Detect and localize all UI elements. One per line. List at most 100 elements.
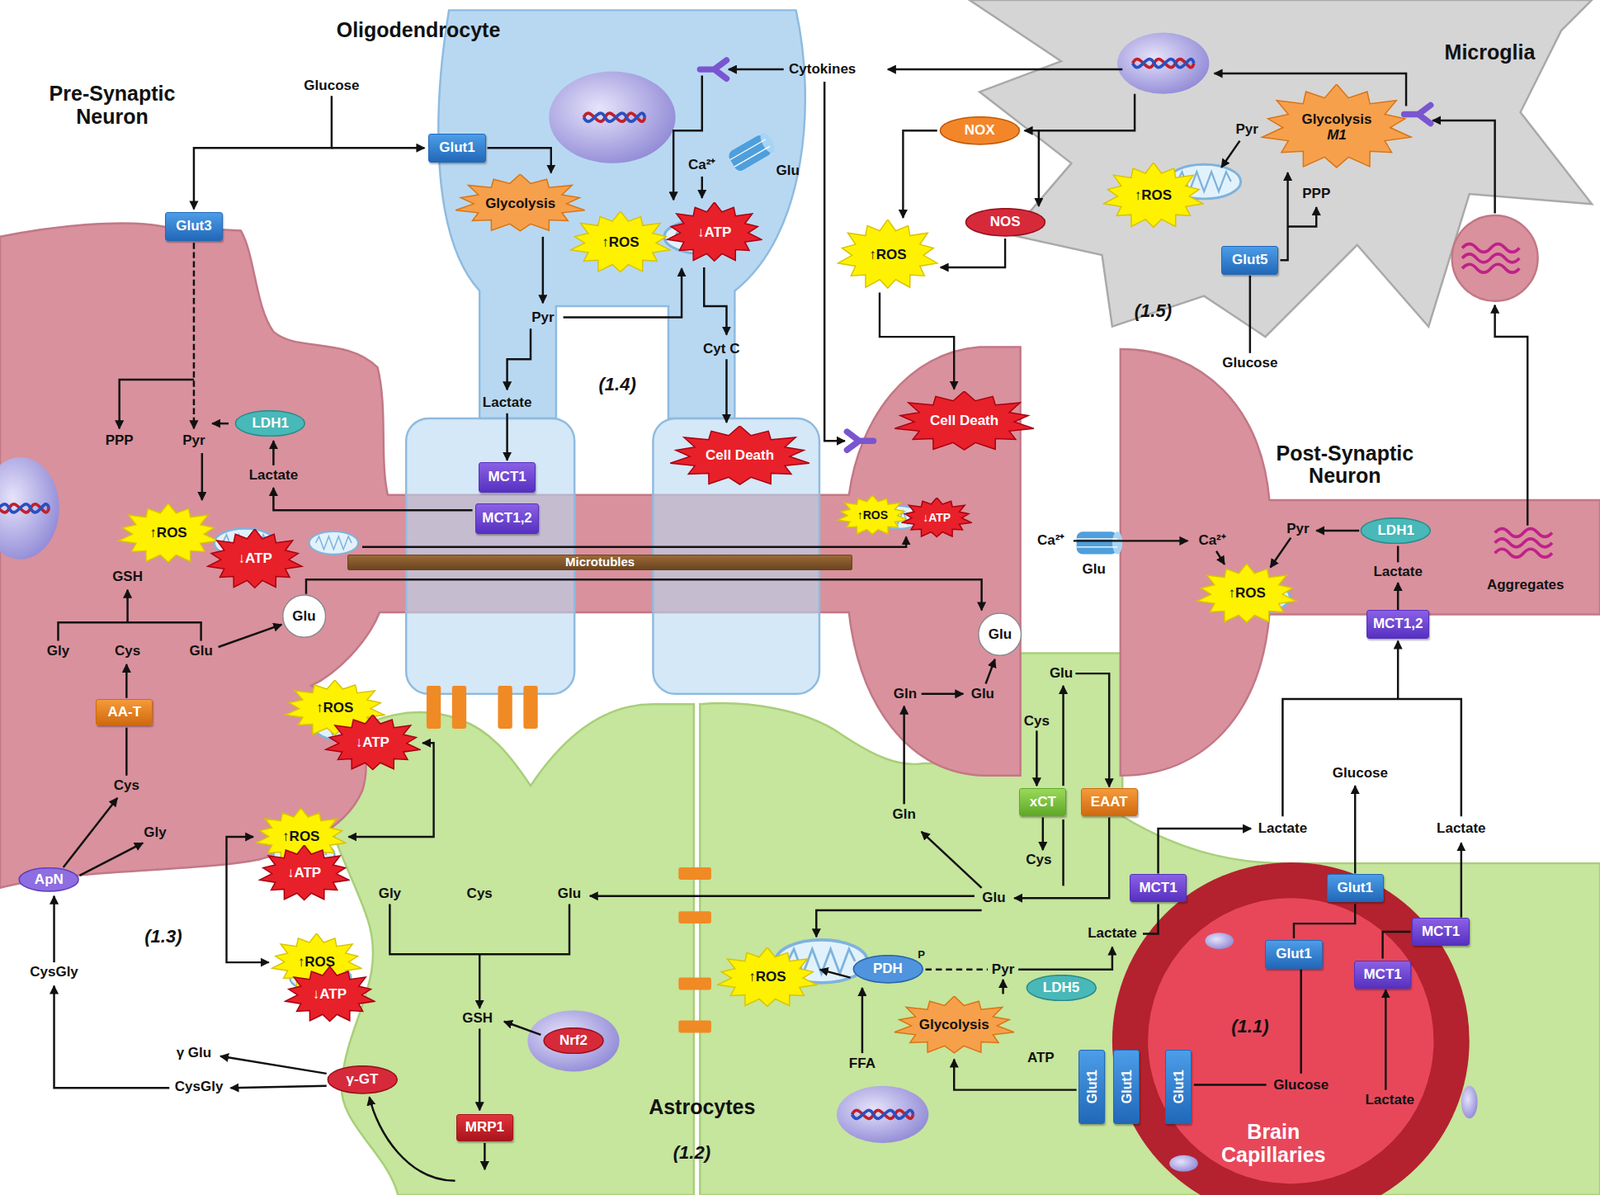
transporter-box: AA-T xyxy=(95,698,153,726)
transporter-box: MCT1 xyxy=(1129,873,1187,903)
burst-fill xyxy=(837,495,907,534)
connector xyxy=(1382,931,1412,959)
microglia-cell xyxy=(969,0,1592,337)
text-label: Ca²⁺ xyxy=(688,157,716,174)
pathway-arrow xyxy=(1495,305,1529,526)
pathway-arrow xyxy=(193,95,332,209)
text-label: Glucose xyxy=(1273,1076,1329,1093)
burst-shape: Cell Death xyxy=(892,391,1036,453)
tight-junction xyxy=(452,685,467,729)
node-label: MCT1,2 xyxy=(481,510,532,527)
transporter-box: MCT1 xyxy=(1411,917,1469,947)
ellipse-fill xyxy=(18,868,79,892)
pathway-arrow xyxy=(1061,685,1064,786)
node-label: Glut1 xyxy=(1170,1070,1186,1105)
brain-capillary xyxy=(1147,897,1434,1184)
node-label: ↓ATP xyxy=(922,511,951,524)
text-label: (1.2) xyxy=(673,1142,711,1163)
burst-fill xyxy=(284,966,374,1021)
gap-junction xyxy=(678,1020,712,1034)
transporter-box: xCT xyxy=(1019,788,1067,817)
pathway-line xyxy=(125,727,128,776)
pathway-arrow xyxy=(54,69,1529,1181)
transporter-box: MCT1 xyxy=(478,462,536,493)
pathway-line xyxy=(1142,904,1159,935)
pathway-arrow xyxy=(1024,94,1136,132)
burst-shape: Glycolysis xyxy=(892,995,1016,1056)
text-label: FFA xyxy=(849,1055,876,1072)
node-label: Nrf2 xyxy=(559,1033,588,1049)
transporter-box: MRP1 xyxy=(456,1113,514,1141)
text-label: Pyr xyxy=(531,309,554,326)
node-label: EAAT xyxy=(1090,794,1129,811)
text-label: GSH xyxy=(462,1010,493,1027)
transporter-box: Glut1 xyxy=(1165,1049,1192,1124)
text-label: Post-Synaptic Neuron xyxy=(1258,441,1432,487)
pathway-arrow xyxy=(1460,842,1463,917)
burst-fill xyxy=(325,714,420,770)
nucleus xyxy=(583,113,645,122)
text-label: Lactate xyxy=(1087,925,1138,942)
burst-shape: ↓ATP xyxy=(258,844,350,902)
text-label: ATP xyxy=(1027,1050,1055,1067)
node-label: MCT1 xyxy=(1363,967,1402,983)
text-label: Pyr xyxy=(991,961,1015,977)
enzyme-ellipse: γ-GT xyxy=(326,1065,399,1095)
node-label: LDH5 xyxy=(1043,980,1080,996)
enzyme-ellipse: NOS xyxy=(964,207,1047,237)
pathway-line xyxy=(1299,969,1302,1074)
pathway-arrow xyxy=(1042,816,1044,850)
node-label: ↓ATP xyxy=(697,225,732,241)
pathway-line xyxy=(1397,546,1399,563)
node-label: Glycolysis xyxy=(1301,112,1372,128)
burst-shape: GlycolysisM1 xyxy=(1260,84,1413,171)
text-label: (1.3) xyxy=(144,926,182,947)
tight-junction xyxy=(497,685,512,729)
pathway-arrow xyxy=(201,453,203,501)
text-label: CysGly xyxy=(29,964,79,981)
pathway-arrow xyxy=(1158,828,1252,874)
node-label: ↑ROS xyxy=(316,700,354,717)
pathway-arrow xyxy=(273,487,472,510)
text-label: PPP xyxy=(1302,186,1331,203)
receptor xyxy=(699,60,727,79)
enzyme-ellipse: LDH1 xyxy=(1359,517,1432,544)
burst-fill xyxy=(207,528,303,588)
node-label: NOX xyxy=(964,122,996,139)
node-label: Cell Death xyxy=(929,413,999,430)
nucleus xyxy=(1117,33,1209,95)
burst-fill xyxy=(455,174,586,232)
node-label: MCT1,2 xyxy=(1373,616,1423,633)
pathway-arrow xyxy=(725,358,727,423)
node-label: ↓ATP xyxy=(238,551,273,567)
pathway-arrow xyxy=(218,624,283,647)
pathway-arrow xyxy=(306,579,982,610)
text-label: Glu xyxy=(1081,561,1105,578)
node-label: Glut3 xyxy=(175,218,212,235)
text-label: Ca²⁺ xyxy=(1198,533,1226,549)
text-label: Pyr xyxy=(1235,122,1258,138)
receptor xyxy=(1404,104,1431,123)
connector xyxy=(879,292,954,389)
node-label: ↓ATP xyxy=(355,735,390,751)
burst-shape: ↑ROS xyxy=(716,947,819,1009)
pathway-arrow xyxy=(1075,673,1110,787)
node-label: LDH1 xyxy=(1377,523,1414,539)
gap-junction xyxy=(678,910,712,924)
brain-capillary xyxy=(1112,862,1478,1195)
enzyme-ellipse: LDH1 xyxy=(234,410,307,437)
brain-capillary xyxy=(1204,932,1234,949)
burst-fill xyxy=(901,497,972,537)
nucleus xyxy=(527,1010,619,1072)
pathway-arrow xyxy=(1001,979,1004,994)
pathway-arrow xyxy=(331,146,425,149)
tight-junction xyxy=(523,685,538,729)
transporter-box: Glut1 xyxy=(1264,939,1322,969)
transporter-box: MCT1,2 xyxy=(475,503,539,534)
text-label: Cys xyxy=(467,886,493,902)
text-label: PPP xyxy=(105,433,134,449)
ellipse-fill xyxy=(283,594,326,638)
node-label: γ-GT xyxy=(346,1071,379,1088)
